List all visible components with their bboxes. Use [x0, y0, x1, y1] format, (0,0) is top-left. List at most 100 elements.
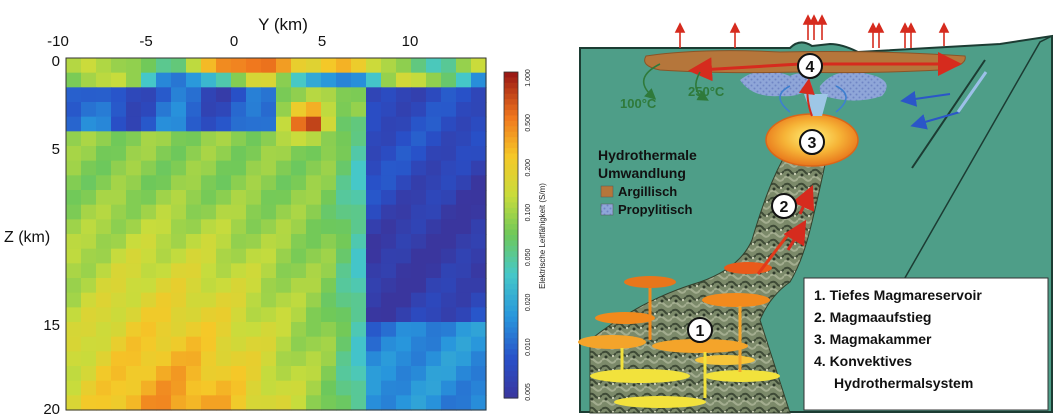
heatmap-cell — [381, 380, 397, 396]
heatmap-cell — [426, 263, 442, 279]
heatmap-cell — [126, 278, 142, 294]
heatmap-cell — [366, 190, 382, 206]
heatmap-cell — [96, 278, 112, 294]
heatmap-cell — [81, 204, 97, 220]
heatmap-cell — [81, 58, 97, 74]
heatmap-cell — [201, 336, 217, 352]
heatmap-cell — [126, 102, 142, 118]
heatmap-cell — [291, 263, 307, 279]
heatmap-cell — [66, 116, 82, 132]
heatmap-cell — [456, 175, 472, 191]
heatmap-cell — [96, 87, 112, 103]
heatmap-cell — [96, 160, 112, 176]
heatmap-cell — [141, 131, 157, 147]
heatmap-cell — [111, 278, 127, 294]
heatmap-cell — [231, 395, 247, 411]
heatmap-cell — [441, 234, 457, 250]
colorbar-cell — [504, 110, 518, 117]
heatmap-cell — [276, 131, 292, 147]
heatmap-cell — [441, 204, 457, 220]
heatmap-cell — [411, 307, 427, 323]
heatmap-cell — [456, 146, 472, 162]
heatmap-cell — [261, 307, 277, 323]
heatmap-cell — [456, 366, 472, 382]
heatmap-cell — [141, 380, 157, 396]
heatmap-cell — [231, 175, 247, 191]
heatmap-cell — [426, 102, 442, 118]
heatmap-cell — [321, 116, 337, 132]
heatmap-cell — [426, 278, 442, 294]
heatmap-cell — [261, 219, 277, 235]
heatmap-cell — [441, 278, 457, 294]
key-item: 1. Tiefes Magmareservoir — [814, 287, 982, 303]
colorbar-cell — [504, 164, 518, 171]
heatmap-cell — [471, 234, 487, 250]
heatmap-cell — [231, 116, 247, 132]
heatmap-cell — [66, 307, 82, 323]
heatmap-cell — [291, 87, 307, 103]
colorbar-cell — [504, 327, 518, 334]
heatmap-cell — [201, 278, 217, 294]
heatmap-cell — [441, 366, 457, 382]
heatmap-cell — [216, 366, 232, 382]
heatmap-cell — [246, 87, 262, 103]
heatmap-cell — [306, 72, 322, 88]
heatmap-cell — [186, 292, 202, 308]
heatmap-cell — [81, 72, 97, 88]
colorbar-cell — [504, 365, 518, 372]
heatmap-cell — [381, 219, 397, 235]
heatmap-cell — [171, 72, 187, 88]
heatmap-cell — [96, 336, 112, 352]
colorbar-cell — [504, 82, 518, 89]
heatmap-cell — [186, 190, 202, 206]
heatmap-cell — [306, 263, 322, 279]
key-item: 3. Magmakammer — [814, 331, 932, 347]
heatmap-cell — [231, 204, 247, 220]
heatmap-cell — [381, 87, 397, 103]
heatmap-cell — [96, 307, 112, 323]
heatmap-cell — [261, 116, 277, 132]
heatmap-cell — [291, 175, 307, 191]
heatmap-cell — [81, 219, 97, 235]
heatmap-cell — [291, 204, 307, 220]
heatmap-cell — [291, 278, 307, 294]
heatmap-cell — [411, 351, 427, 367]
heatmap-cell — [186, 322, 202, 338]
heatmap-cell — [456, 380, 472, 396]
heatmap-cell — [81, 366, 97, 382]
heatmap-cell — [231, 146, 247, 162]
heatmap-cell — [261, 248, 277, 264]
heatmap-cell — [246, 278, 262, 294]
heatmap-cell — [366, 307, 382, 323]
heatmap-cell — [426, 351, 442, 367]
heatmap-cell — [231, 234, 247, 250]
heatmap-cell — [216, 204, 232, 220]
heatmap-cell — [276, 292, 292, 308]
colorbar-cell — [504, 72, 518, 79]
heatmap-cell — [456, 160, 472, 176]
heatmap-cell — [366, 131, 382, 147]
heatmap-cell — [321, 175, 337, 191]
heatmap-cell — [276, 190, 292, 206]
heatmap-cell — [291, 307, 307, 323]
colorbar-cell — [504, 126, 518, 133]
heatmap-cell — [306, 395, 322, 411]
heatmap-cell — [246, 336, 262, 352]
heatmap-cell — [156, 307, 172, 323]
heatmap-cell — [291, 72, 307, 88]
heatmap-cell — [141, 175, 157, 191]
heatmap-cell — [96, 131, 112, 147]
heatmap-cell — [81, 322, 97, 338]
heatmap-cell — [261, 278, 277, 294]
colorbar-cell — [504, 99, 518, 106]
heatmap-cell — [111, 292, 127, 308]
heatmap-cell — [306, 190, 322, 206]
heatmap-cell — [96, 102, 112, 118]
heatmap-cell — [336, 175, 352, 191]
heatmap-cell — [171, 146, 187, 162]
heatmap-cell — [366, 87, 382, 103]
heatmap-cell — [396, 307, 412, 323]
heatmap-cell — [321, 307, 337, 323]
heatmap-cell — [171, 175, 187, 191]
heatmap-cell — [186, 131, 202, 147]
